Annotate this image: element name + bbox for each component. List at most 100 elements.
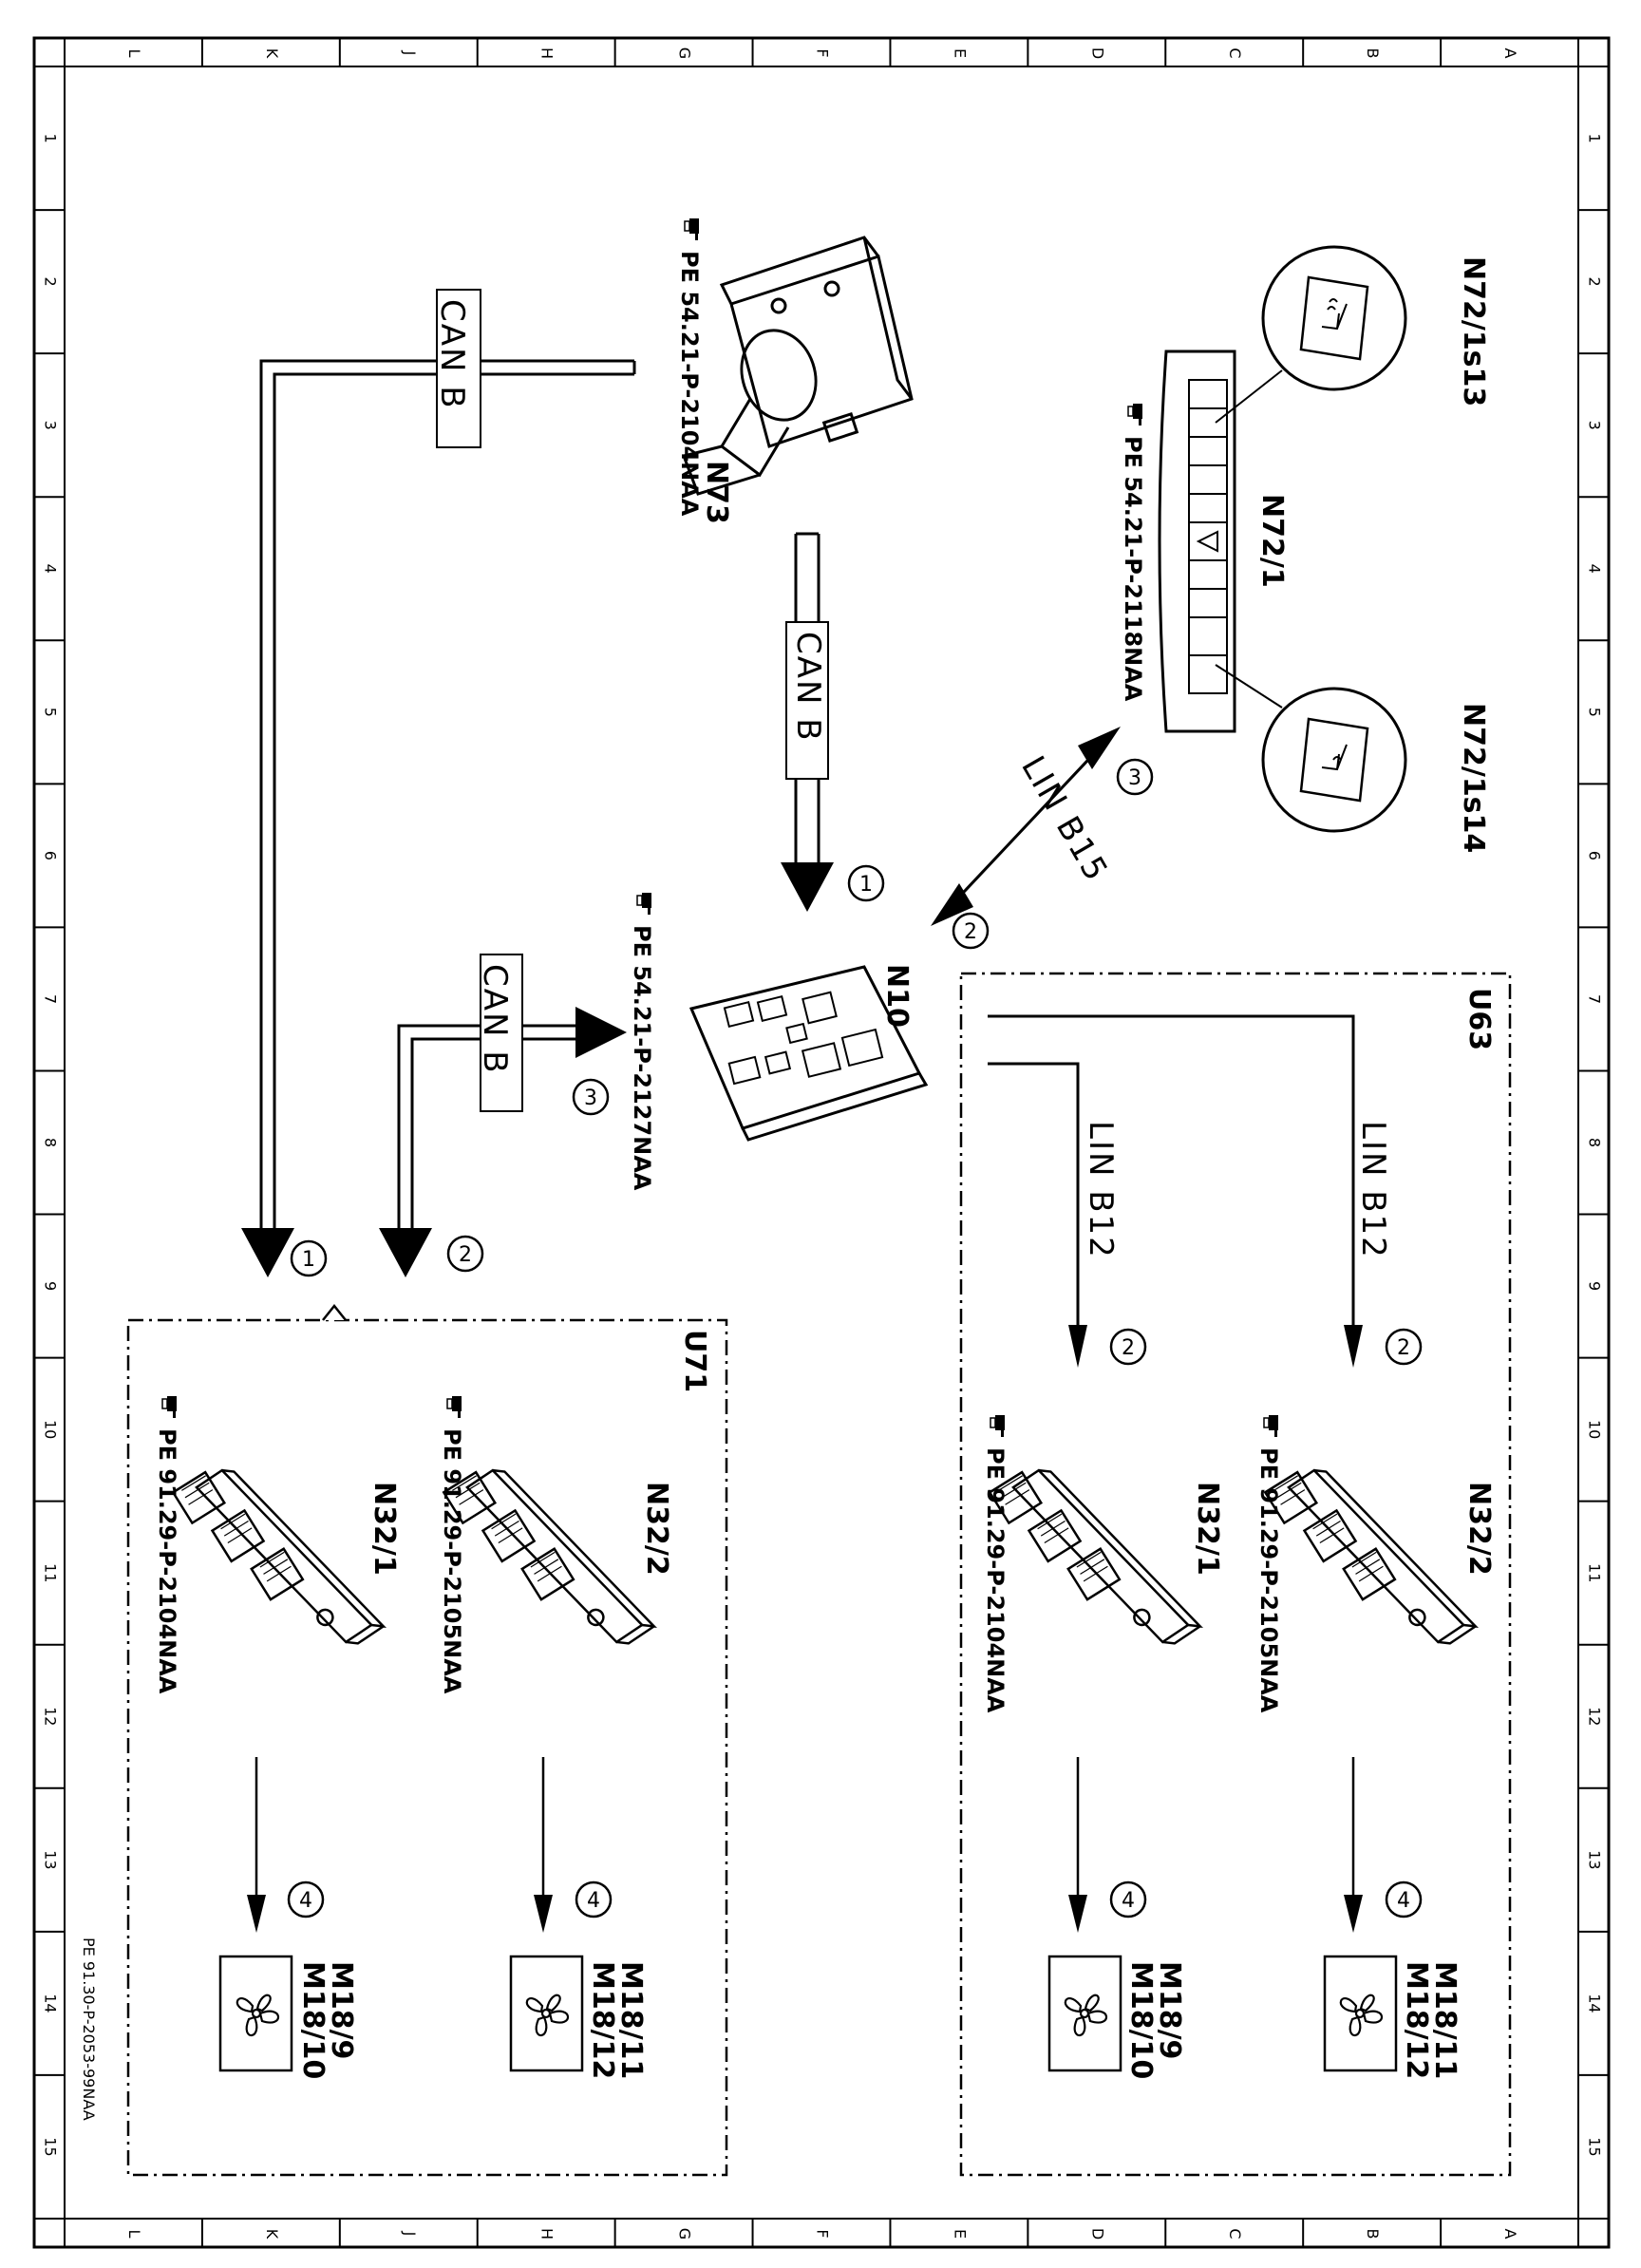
- column-label-bottom: B: [1364, 2229, 1382, 2240]
- fan-icon: [1339, 1994, 1384, 2037]
- pointing-hand-icon: [1263, 1414, 1279, 1438]
- u63-n32-1-module: [986, 1441, 1204, 1676]
- pointing-hand-icon: [990, 1414, 1006, 1438]
- row-label-right: 11: [1586, 1563, 1604, 1582]
- u63-n32-1-label-group: N32/1: [1191, 1482, 1224, 1576]
- can-b-n73-to-n10: [781, 532, 834, 912]
- row-label-right: 8: [1586, 1138, 1604, 1147]
- u63-n32-1-reference: PE 91.29-P-2104NAA: [982, 1447, 1009, 1713]
- column-label-bottom: L: [125, 2230, 143, 2239]
- document-code-group: PE 91.30-P-2053-99NAA: [80, 1937, 98, 2121]
- can-b-mid-label-group: CAN B: [789, 632, 827, 743]
- step-3-n10-out: 3: [572, 1078, 610, 1116]
- n72-1s13-switch-detail: [1261, 245, 1407, 391]
- inner-frame: [64, 66, 1579, 2220]
- row-label-left: 4: [42, 564, 60, 574]
- lin-b12-b-label: LIN B12: [1082, 1121, 1120, 1259]
- column-label-bottom: K: [263, 2229, 281, 2240]
- u63-n32-1-label: N32/1: [1191, 1482, 1224, 1576]
- step-4-u63-b: 4: [1109, 1881, 1147, 1918]
- lin-b15-label-group: LIN B15: [1013, 750, 1116, 889]
- n72-1s14-label: N72/1s14: [1457, 703, 1490, 853]
- lin-b12-buses: [988, 1014, 1363, 1368]
- n72-1s13-label-group: N72/1s13: [1457, 256, 1490, 406]
- column-label-top: L: [125, 49, 143, 58]
- pointing-hand-icon: [636, 892, 652, 916]
- row-label-right: 14: [1586, 1994, 1604, 2013]
- n73-label-group: N73: [700, 461, 733, 524]
- column-ruler: [64, 38, 1579, 2247]
- u71-fan-b-line1: M18/9: [325, 1961, 358, 2059]
- row-label-left: 15: [42, 2137, 60, 2156]
- lin-b12-b-label-group: LIN B12: [1082, 1121, 1120, 1259]
- lin-b12-a-label: LIN B12: [1354, 1121, 1392, 1259]
- row-label-left: 6: [42, 851, 60, 860]
- step-1-u71-number: 1: [302, 1248, 315, 1272]
- u71-fan-a-line2: M18/12: [586, 1961, 619, 2079]
- row-label-right: 3: [1586, 421, 1604, 430]
- step-3-n10-out-number: 3: [584, 1087, 597, 1110]
- u71-group-notch: [322, 1303, 347, 1321]
- u71-n32-2-module: [440, 1441, 658, 1676]
- row-label-left: 5: [42, 708, 60, 717]
- u63-n32-2-ref-group: PE 91.29-P-2105NAA: [1255, 1414, 1282, 1713]
- row-label-right: 4: [1586, 564, 1604, 574]
- n72-1s14-switch-detail: [1261, 687, 1407, 833]
- n72-1s13-label: N72/1s13: [1457, 256, 1490, 406]
- row-label-right: 15: [1586, 2137, 1604, 2156]
- column-label-bottom: H: [538, 2228, 556, 2240]
- u71-n32-1-reference: PE 91.29-P-2104NAA: [154, 1428, 180, 1694]
- n73-ref-group: PE 54.21-P-2104NAA: [676, 217, 703, 517]
- n10-reference: PE 54.21-P-2127NAA: [629, 925, 655, 1191]
- step-2-u71: 2: [446, 1235, 484, 1273]
- column-label-top: C: [1226, 47, 1244, 58]
- can-b-n10-to-u71: [379, 954, 627, 1277]
- u63-n32-1-ref-group: PE 91.29-P-2104NAA: [982, 1414, 1009, 1713]
- u71-n32-2-ref-group: PE 91.29-P-2105NAA: [439, 1395, 465, 1694]
- step-4-u71-b-number: 4: [299, 1889, 312, 1913]
- n72-1-reference: PE 54.21-P-2118NAA: [1120, 436, 1146, 702]
- u63-n32-2-module: [1261, 1441, 1480, 1676]
- step-2-u71-number: 2: [459, 1243, 472, 1267]
- row-label-left: 9: [42, 1281, 60, 1291]
- n73-reference: PE 54.21-P-2104NAA: [676, 251, 703, 517]
- u63-fan-b-line2: M18/10: [1124, 1961, 1158, 2079]
- column-label-top: E: [951, 48, 969, 58]
- column-label-bottom: G: [676, 2228, 694, 2240]
- fan-icon: [236, 1994, 280, 2037]
- step-4-u63-b-number: 4: [1122, 1889, 1135, 1913]
- u71-fan-a-label-group: M18/11 M18/12: [586, 1961, 648, 2079]
- column-label-top: G: [676, 47, 694, 59]
- u71-fan-a: [509, 1955, 584, 2072]
- u71-fan-arrows: [247, 1757, 553, 1933]
- lin-b12-a-label-group: LIN B12: [1354, 1121, 1392, 1259]
- step-1-u71: 1: [290, 1239, 328, 1277]
- u63-fan-a-label-group: M18/11 M18/12: [1400, 1961, 1462, 2079]
- row-label-left: 11: [42, 1563, 60, 1582]
- step-4-u71-a: 4: [575, 1881, 613, 1918]
- row-label-right: 7: [1586, 994, 1604, 1004]
- can-b-top-label-group: CAN B: [433, 299, 471, 410]
- row-ruler: [34, 66, 1609, 2220]
- step-2-u63-a-number: 2: [1397, 1336, 1410, 1360]
- step-4-u71-a-number: 4: [587, 1889, 600, 1913]
- column-label-top: H: [538, 47, 556, 59]
- step-4-u71-b: 4: [287, 1881, 325, 1918]
- fan-icon: [525, 1994, 570, 2037]
- fan-icon: [1064, 1994, 1108, 2037]
- u63-fan-a-line1: M18/11: [1428, 1961, 1462, 2079]
- step-2-lin-number: 2: [964, 920, 977, 944]
- column-label-bottom: J: [401, 2231, 419, 2237]
- n10-label: N10: [880, 964, 914, 1028]
- row-label-right: 13: [1586, 1850, 1604, 1869]
- step-2-lin: 2: [952, 912, 990, 950]
- u63-label: U63: [1462, 988, 1496, 1050]
- n72-1s14-label-group: N72/1s14: [1457, 703, 1490, 853]
- row-label-right: 9: [1586, 1281, 1604, 1291]
- seat-ventilation-icon: [1321, 744, 1348, 771]
- step-2-u63-b-number: 2: [1122, 1336, 1135, 1360]
- outer-frame: [32, 36, 1611, 2249]
- pointing-hand-icon: [161, 1395, 178, 1419]
